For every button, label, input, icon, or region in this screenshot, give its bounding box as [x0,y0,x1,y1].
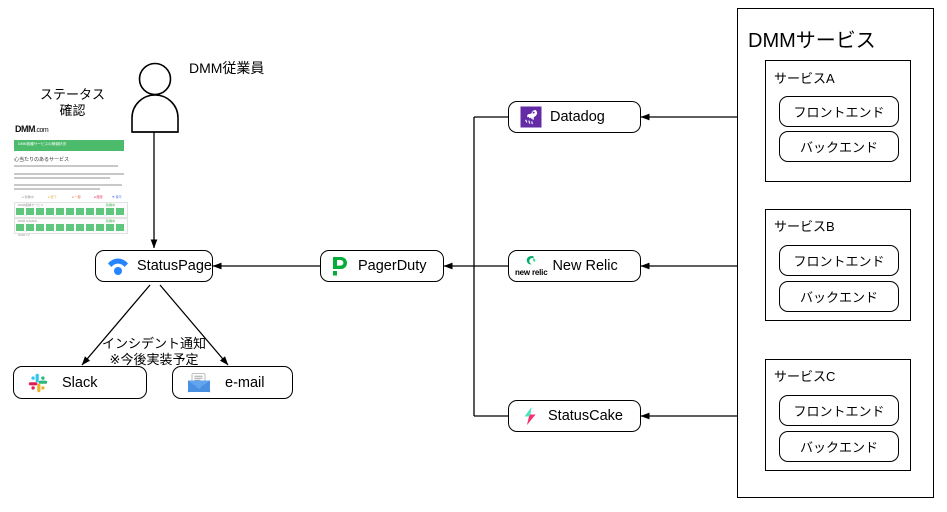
thumb-banner-text: DMM各種サービスの稼働状況 [18,142,67,146]
service-a-backend[interactable]: バックエンド [779,131,899,162]
actor-dmm-employee [124,62,186,134]
pagerduty-icon [333,257,347,276]
slack-icon [28,373,48,392]
node-slack-label: Slack [62,374,98,391]
dmm-statuspage-thumbnail: DMM.com DMM各種サービスの稼働状況 心当たりのあるサービス ● 稼働中… [10,120,130,238]
node-email-label: e-mail [225,374,265,391]
node-newrelic-label: New Relic [552,258,618,274]
node-pagerduty-label: PagerDuty [358,258,427,274]
node-email[interactable]: e-mail [172,366,293,399]
statuscake-icon [524,407,536,425]
datadog-icon [520,106,542,128]
node-statuspage[interactable]: StatusPage [95,250,213,282]
node-pagerduty[interactable]: PagerDuty [320,250,444,282]
service-a-backend-label: バックエンド [799,140,878,155]
service-a-title: サービスA [774,71,835,86]
newrelic-icon: new relic [515,255,548,277]
service-a-frontend[interactable]: フロントエンド [779,96,899,127]
thumb-heading: 心当たりのあるサービス [14,157,70,163]
thumb-banner [14,140,124,151]
service-b-title: サービスB [774,219,835,234]
node-statuscake[interactable]: StatusCake [508,400,641,432]
service-c-backend-label: バックエンド [799,440,878,455]
node-newrelic[interactable]: new relic New Relic [508,250,641,282]
service-b-backend-label: バックエンド [799,290,878,305]
node-datadog[interactable]: Datadog [508,101,641,133]
email-icon [187,372,211,392]
statuspage-icon [108,258,128,275]
service-c-frontend-label: フロントエンド [793,404,885,419]
service-b-frontend[interactable]: フロントエンド [779,245,899,276]
service-c-title: サービスC [774,369,836,384]
dmm-service-group-title: DMMサービス [748,30,876,52]
thumb-brand: DMM.com [15,124,49,134]
node-datadog-label: Datadog [550,109,605,125]
service-a-frontend-label: フロントエンド [793,105,885,120]
actor-label: DMM従業員 [189,60,265,76]
status-check-label-line1: ステータス [39,87,105,102]
node-slack[interactable]: Slack [13,366,147,399]
status-check-label-line2: 確認 [59,103,86,118]
node-statuspage-label: StatusPage [137,258,212,274]
service-b-backend[interactable]: バックエンド [779,281,899,312]
node-statuscake-label: StatusCake [548,408,623,424]
service-b-frontend-label: フロントエンド [793,254,885,269]
incident-label-line2: ※今後実装予定 [109,352,199,367]
newrelic-wordmark: new relic [515,268,548,277]
service-c-backend[interactable]: バックエンド [779,431,899,462]
service-c-frontend[interactable]: フロントエンド [779,395,899,426]
